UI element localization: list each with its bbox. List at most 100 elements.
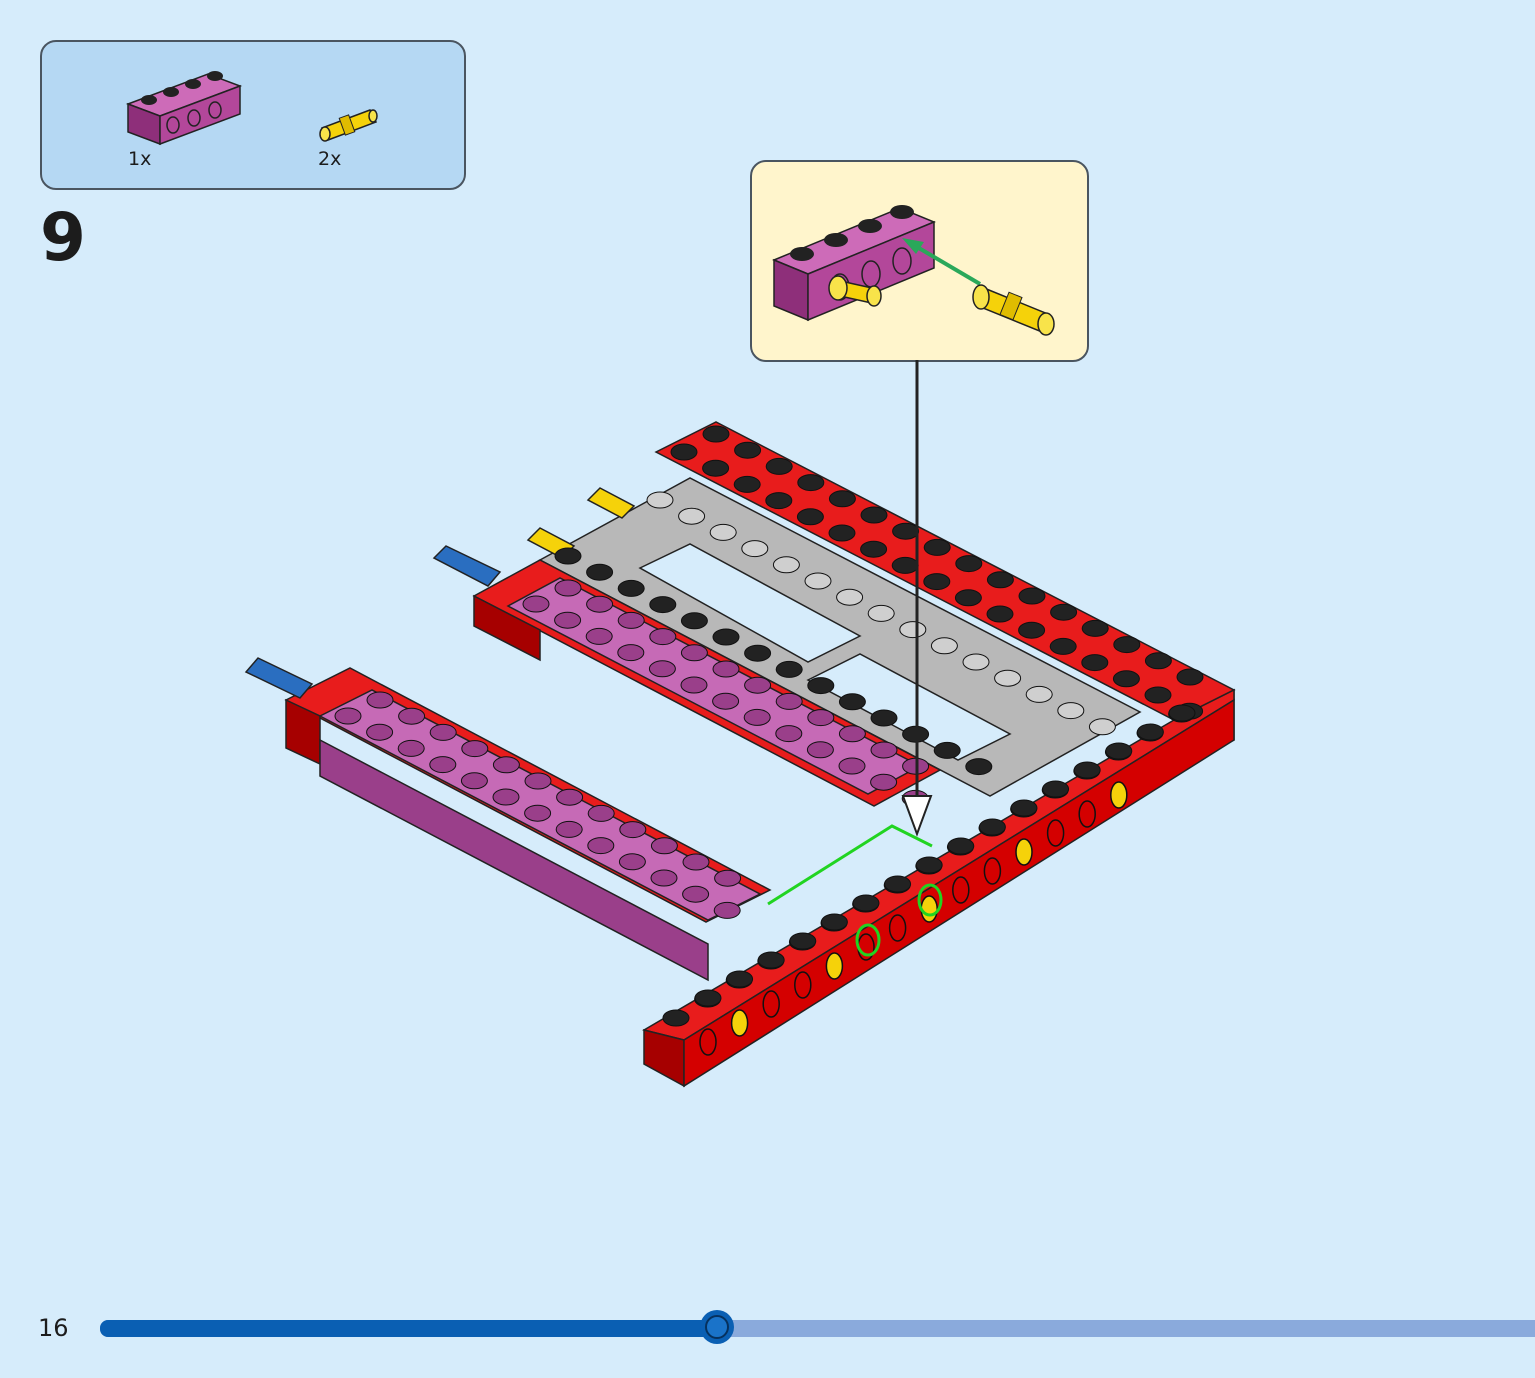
- page-number: 16: [38, 1314, 69, 1342]
- red-beam-hole: [825, 952, 844, 980]
- magenta-stud: [680, 644, 708, 662]
- gray-stud: [962, 653, 990, 671]
- magenta-stud: [397, 739, 425, 757]
- red-stud: [1049, 637, 1077, 655]
- gray-stud: [772, 556, 800, 574]
- red-beam-hole: [983, 857, 1002, 885]
- magenta-technic-brick-icon: [125, 71, 243, 146]
- red-beam-hole: [762, 990, 780, 1018]
- magenta-stud: [524, 804, 552, 822]
- magenta-stud: [586, 595, 614, 613]
- gray-stud: [838, 693, 866, 711]
- magenta-stud: [617, 644, 645, 662]
- progress-handle[interactable]: [700, 1310, 734, 1344]
- red-stud: [1136, 723, 1164, 741]
- step-number: 9: [40, 199, 86, 276]
- magenta-stud: [398, 707, 426, 725]
- red-beam-hole: [920, 895, 938, 923]
- gray-stud: [586, 563, 614, 581]
- red-stud: [860, 540, 888, 558]
- red-stud: [884, 875, 912, 893]
- red-stud: [797, 474, 825, 492]
- gray-stud: [712, 628, 740, 646]
- red-beam-hole: [1015, 838, 1033, 866]
- magenta-stud: [838, 725, 866, 743]
- gray-stud: [994, 669, 1022, 687]
- magenta-stud: [555, 820, 583, 838]
- gray-stud: [744, 644, 772, 662]
- red-stud: [1081, 654, 1109, 672]
- red-stud: [726, 970, 754, 988]
- magenta-stud: [429, 756, 457, 774]
- magenta-stud: [775, 725, 803, 743]
- gray-stud: [804, 572, 832, 590]
- magenta-stud: [682, 885, 710, 903]
- magenta-stud: [650, 837, 678, 855]
- red-stud: [757, 951, 785, 969]
- progress-fill: [100, 1320, 717, 1337]
- red-stud: [765, 492, 793, 510]
- magenta-stud: [712, 660, 740, 678]
- gray-stud: [1057, 702, 1085, 720]
- red-stud: [1050, 603, 1078, 621]
- red-stud: [734, 441, 762, 459]
- gray-stud: [649, 596, 677, 614]
- red-stud: [694, 989, 722, 1007]
- red-beam-hole: [1078, 800, 1096, 828]
- gray-stud: [807, 677, 835, 695]
- red-stud: [670, 443, 698, 461]
- red-stud: [789, 932, 817, 950]
- magenta-stud: [554, 579, 582, 597]
- red-stud: [1042, 780, 1070, 798]
- magenta-stud: [744, 676, 772, 694]
- magenta-stud: [649, 628, 677, 646]
- magenta-stud: [870, 773, 898, 791]
- gray-stud: [836, 588, 864, 606]
- magenta-stud: [650, 869, 678, 887]
- part-quantity: 2x: [318, 148, 342, 170]
- red-stud: [986, 571, 1014, 589]
- magenta-stud: [807, 709, 835, 727]
- sub-assembly-callout: [750, 160, 1089, 362]
- magenta-stud: [554, 611, 582, 629]
- blue-axle-pins: [244, 545, 502, 699]
- gray-technic-frame: [538, 477, 1142, 797]
- callout-insert-arrow: [910, 242, 982, 286]
- red-stud: [733, 475, 761, 493]
- red-stud: [1168, 704, 1196, 722]
- parts-list-illustrations: [125, 71, 378, 146]
- red-stud: [1010, 799, 1038, 817]
- red-stud: [1018, 587, 1046, 605]
- red-stud: [947, 837, 975, 855]
- red-stud: [702, 425, 730, 443]
- magenta-stud: [806, 741, 834, 759]
- magenta-stud: [680, 676, 708, 694]
- gray-stud: [870, 709, 898, 727]
- gray-stud: [680, 612, 708, 630]
- pin-hole-highlight: [855, 923, 881, 957]
- red-stud: [852, 894, 880, 912]
- magenta-stud: [712, 692, 740, 710]
- callout-loose-pin-icon: [972, 284, 1055, 336]
- gray-stud: [646, 491, 674, 509]
- magenta-stud: [714, 869, 742, 887]
- red-beam-hole: [888, 914, 907, 942]
- gray-stud: [741, 540, 769, 558]
- magenta-stud: [522, 595, 550, 613]
- red-stud: [702, 459, 730, 477]
- gray-stud: [1088, 718, 1116, 736]
- red-stud: [1105, 742, 1133, 760]
- gray-stud: [709, 523, 737, 541]
- placement-guide-line: [767, 824, 933, 906]
- red-stud: [986, 605, 1014, 623]
- gray-stud: [965, 758, 993, 776]
- red-stud: [1113, 636, 1141, 654]
- red-stud: [891, 556, 919, 574]
- magenta-stud: [619, 821, 647, 839]
- red-beam-hole: [699, 1028, 717, 1056]
- gray-stud: [867, 604, 895, 622]
- gray-stud: [554, 547, 582, 565]
- red-stud: [796, 508, 824, 526]
- brick-studs: [334, 425, 1204, 1056]
